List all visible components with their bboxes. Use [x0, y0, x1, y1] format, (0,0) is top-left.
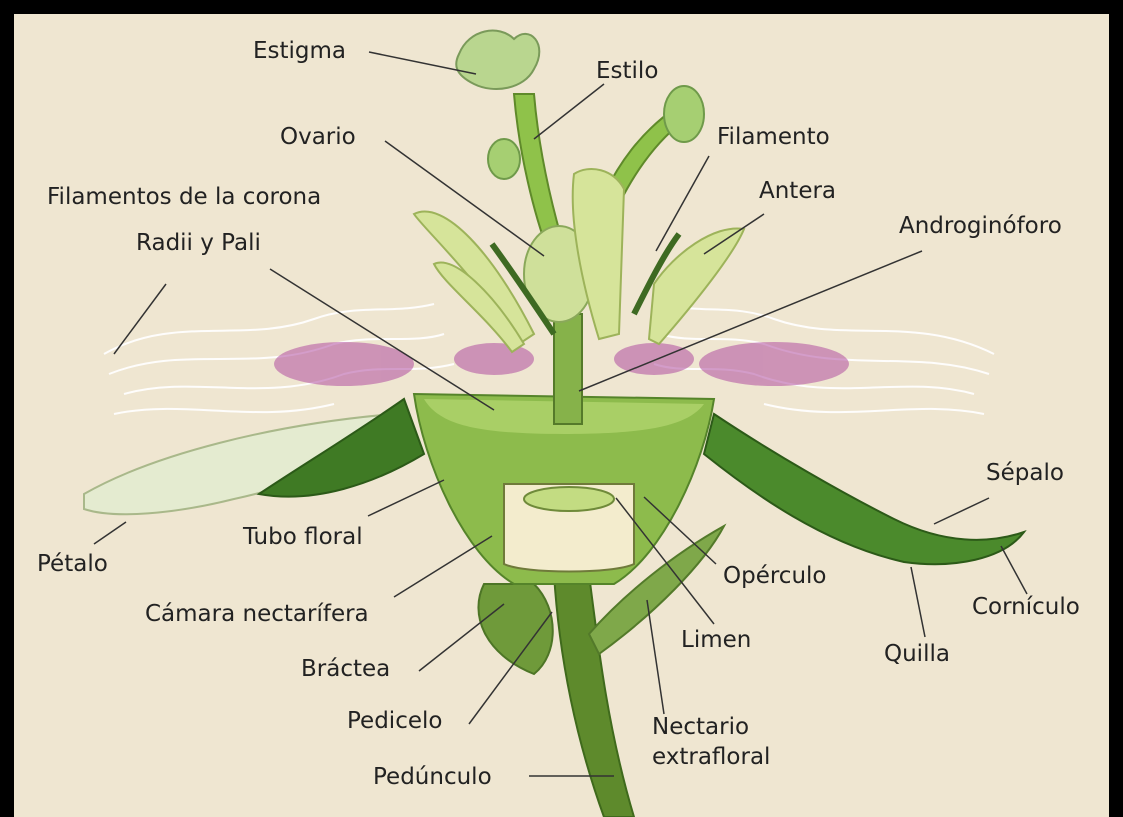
label-extrafloral: extrafloral [652, 744, 770, 770]
label-filamentos-corona: Filamentos de la corona [47, 184, 321, 210]
label-quilla: Quilla [884, 641, 950, 667]
label-radii-pali: Radii y Pali [136, 230, 261, 256]
label-antera: Antera [759, 178, 836, 204]
sepal-right [704, 414, 1024, 564]
label-operculo: Opérculo [723, 563, 827, 589]
label-camara-nectarifera: Cámara nectarífera [145, 601, 369, 627]
label-filamento: Filamento [717, 124, 830, 150]
flower-illustration [14, 14, 1109, 817]
label-petalo: Pétalo [37, 551, 108, 577]
label-nectario: Nectario [652, 714, 749, 740]
diagram-canvas: Estigma Estilo Ovario Filamento Filament… [14, 14, 1109, 817]
label-androginoforo: Androginóforo [899, 213, 1062, 239]
label-ovario: Ovario [280, 124, 356, 150]
label-limen: Limen [681, 627, 751, 653]
label-bractea: Bráctea [301, 656, 390, 682]
label-sepalo: Sépalo [986, 460, 1064, 486]
label-pedunculo: Pedúnculo [373, 764, 492, 790]
operculum [524, 487, 614, 511]
androgynophore [554, 314, 582, 424]
label-estilo: Estilo [596, 58, 658, 84]
stigma [456, 31, 539, 89]
label-estigma: Estigma [253, 38, 346, 64]
label-tubo-floral: Tubo floral [243, 524, 363, 550]
label-pedicelo: Pedicelo [347, 708, 442, 734]
label-corniculo: Cornículo [972, 594, 1080, 620]
